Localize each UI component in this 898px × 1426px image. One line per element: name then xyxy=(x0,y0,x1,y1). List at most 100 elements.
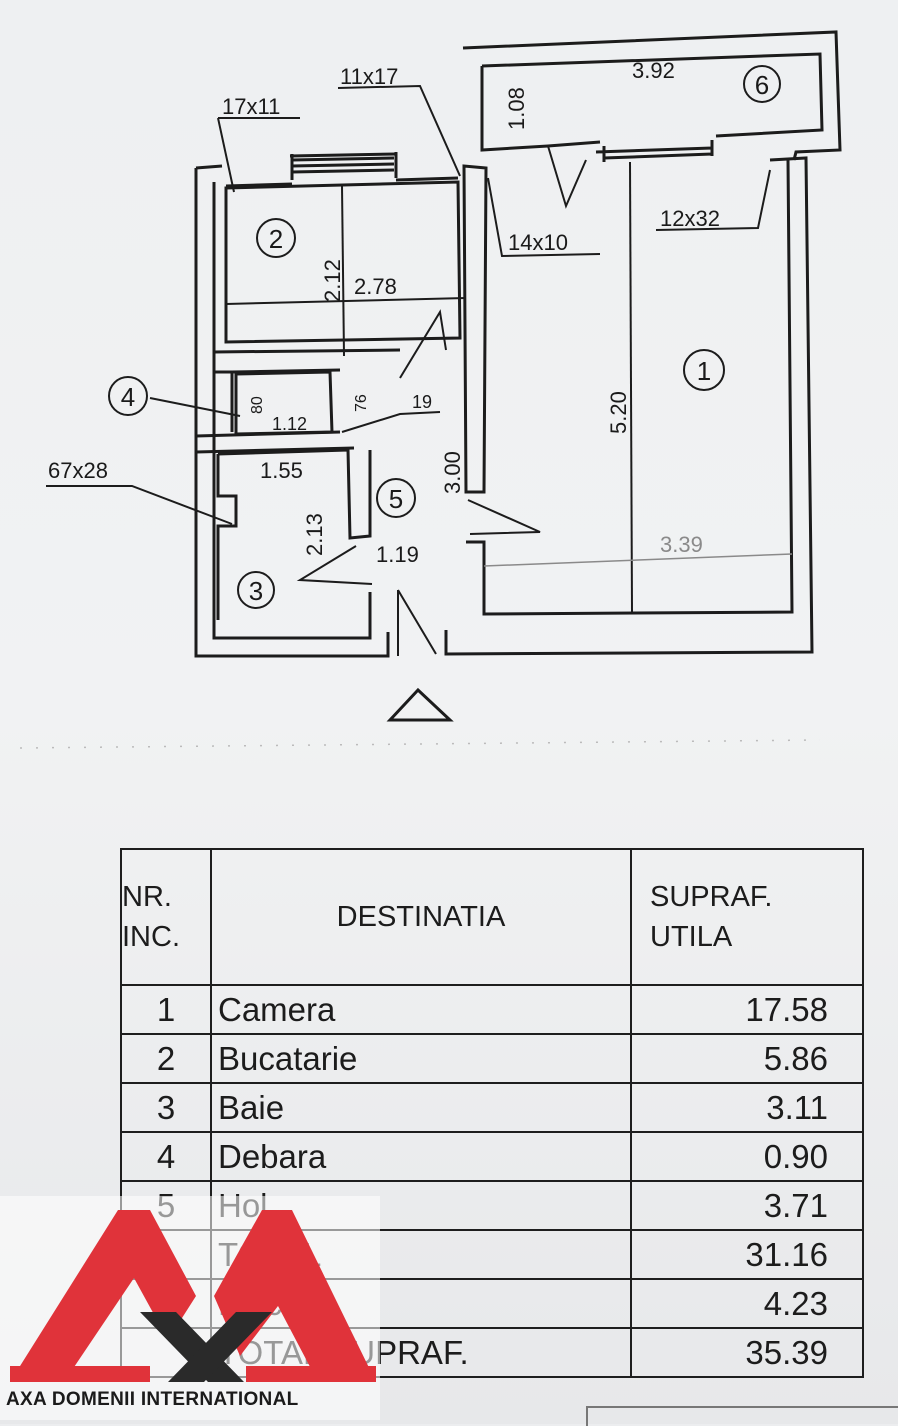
leader-17x11 xyxy=(217,117,300,193)
kitchen-window xyxy=(290,152,398,180)
dim-kitchen-depth: 2.12 xyxy=(320,259,345,302)
next-page-edge xyxy=(586,1406,898,1426)
scan-dotted-line xyxy=(19,739,821,749)
room-marker-circle-6 xyxy=(743,65,781,103)
room-marker-circle-4 xyxy=(108,376,148,416)
logo-triangle-left xyxy=(10,1210,196,1382)
marker-1: 1 xyxy=(697,356,711,386)
table-header-row: NR. INC. DESTINATIA SUPRAF. UTILA xyxy=(120,848,864,986)
row-area: 4.23 xyxy=(630,1278,864,1329)
dim-window-3: 12x32 xyxy=(660,206,720,231)
leader-67x28 xyxy=(46,485,233,525)
dim-storage-gap: 19 xyxy=(412,392,432,412)
marker-5: 5 xyxy=(389,484,403,514)
outer-wall-left xyxy=(194,156,814,658)
door-swing-entry xyxy=(397,589,437,656)
dim-bath-width: 1.55 xyxy=(260,458,303,483)
dim-storage-width: 1.12 xyxy=(272,414,307,434)
row-area: 3.71 xyxy=(630,1180,864,1231)
dim-door-1: 14x10 xyxy=(508,230,568,255)
marker-6: 6 xyxy=(755,70,769,100)
partition-kitchen-storage xyxy=(213,348,401,432)
leader-19 xyxy=(341,411,441,433)
row-area: 5.86 xyxy=(630,1033,864,1084)
logo-base-right xyxy=(246,1366,376,1382)
marker-4: 4 xyxy=(121,382,135,412)
header-area: SUPRAF. UTILA xyxy=(630,848,864,986)
storage-bottom xyxy=(195,430,355,454)
leader-4 xyxy=(149,397,241,417)
row-nr: 3 xyxy=(120,1082,212,1133)
row-destination: Bucatarie xyxy=(210,1033,632,1084)
dim-window-2: 17x11 xyxy=(222,94,280,119)
row-nr: 2 xyxy=(120,1033,212,1084)
axa-logo: AXA DOMENII INTERNATIONAL xyxy=(0,1196,380,1420)
header-nr: NR. INC. xyxy=(120,848,212,986)
header-destination: DESTINATIA xyxy=(210,848,632,986)
header-nr-text: NR. INC. xyxy=(122,881,180,953)
leader-14x10 xyxy=(487,177,601,258)
room-dim-line xyxy=(629,161,633,613)
bath-outline xyxy=(217,448,372,540)
door-swing-hall xyxy=(467,499,541,535)
entry-triangle xyxy=(386,687,454,722)
room-inner-left xyxy=(466,540,486,560)
hall-wall-right xyxy=(462,164,488,494)
balcony-outline xyxy=(462,30,842,161)
kitchen-top-wall xyxy=(195,152,459,188)
door-swing-kitchen xyxy=(399,309,447,379)
room-dim-line-2 xyxy=(483,553,793,567)
dim-room-width: 3.39 xyxy=(660,532,703,557)
logo-base-left xyxy=(10,1366,150,1382)
row-nr: 4 xyxy=(120,1131,212,1182)
row-nr: 1 xyxy=(120,984,212,1035)
logo-caption: AXA DOMENII INTERNATIONAL xyxy=(6,1389,299,1410)
room-inner xyxy=(482,159,794,616)
row-area: 0.90 xyxy=(630,1131,864,1182)
leader-12x32 xyxy=(655,169,771,231)
dim-kitchen-width: 2.78 xyxy=(354,274,397,299)
room-marker-circle-1 xyxy=(683,349,725,391)
balcony-door-wall xyxy=(595,140,714,162)
row-area: 17.58 xyxy=(630,984,864,1035)
room-marker-circle-2 xyxy=(256,218,296,258)
dim-window-1: 11x17 xyxy=(340,64,398,89)
room-marker-circle-3 xyxy=(237,571,275,609)
marker-3: 3 xyxy=(249,576,263,606)
dim-bath-depth: 2.13 xyxy=(302,513,327,556)
floor-plan: 6 2 1 4 5 3 3.92 1.08 11x17 17x11 14x10 … xyxy=(19,30,842,749)
row-area: 35.39 xyxy=(630,1327,864,1378)
balcony-inner xyxy=(480,52,824,152)
axa-logo-mark xyxy=(10,1210,376,1382)
door-swing-bath xyxy=(296,545,373,585)
room-marker-circle-5 xyxy=(376,478,416,518)
bath-recess xyxy=(216,454,238,620)
row-destination: Baie xyxy=(210,1082,632,1133)
dim-storage-depth: 80 xyxy=(249,396,266,414)
kitchen-dim-line-2 xyxy=(225,297,467,305)
dim-bath-recess: 67x28 xyxy=(48,458,108,483)
row-area: 31.16 xyxy=(630,1229,864,1280)
dim-balcony-depth: 1.08 xyxy=(504,87,529,130)
row-area: 3.11 xyxy=(630,1082,864,1133)
logo-triangle-right xyxy=(214,1210,376,1382)
row-destination: Debara xyxy=(210,1131,632,1182)
leader-11x17 xyxy=(337,84,461,177)
kitchen-inner xyxy=(224,180,462,344)
header-area-text: SUPRAF. UTILA xyxy=(650,881,773,953)
dim-bath-door: 1.19 xyxy=(376,542,419,567)
marker-2: 2 xyxy=(269,224,283,254)
logo-x-stroke-2 xyxy=(168,1312,272,1382)
dim-balcony-width: 3.92 xyxy=(632,58,675,83)
kitchen-dim-line xyxy=(341,185,345,357)
dim-storage-door: 76 xyxy=(353,394,370,412)
door-swing-balcony xyxy=(547,145,587,209)
row-destination: Camera xyxy=(210,984,632,1035)
dim-room-depth: 5.20 xyxy=(606,391,631,434)
dim-hall-depth: 3.00 xyxy=(440,451,465,494)
